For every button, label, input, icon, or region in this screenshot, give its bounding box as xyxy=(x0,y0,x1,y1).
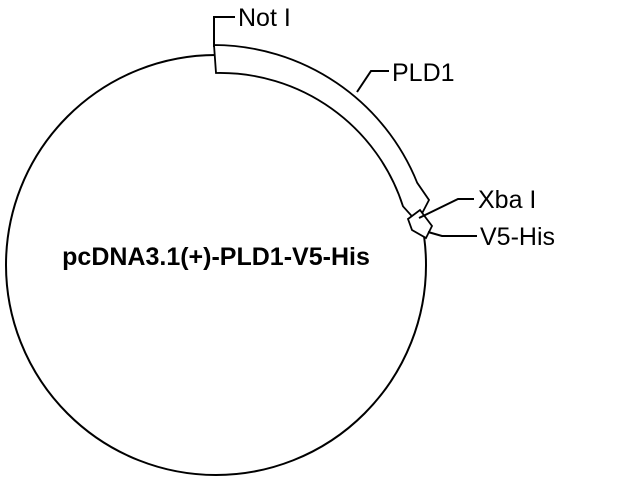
xba-i-leader-line xyxy=(418,198,474,219)
pld1-leader-line xyxy=(356,70,389,93)
v5-his-label: V5-His xyxy=(480,223,555,251)
xba-i-label: Xba I xyxy=(478,186,536,214)
not-i-leader-line xyxy=(213,16,235,47)
v5-his-leader-line xyxy=(427,231,477,237)
plasmid-name: pcDNA3.1(+)-PLD1-V5-His xyxy=(62,243,370,271)
not-i-label: Not I xyxy=(238,4,291,32)
v5-his-tag-arrow xyxy=(406,208,434,240)
pld1-label: PLD1 xyxy=(392,59,455,87)
